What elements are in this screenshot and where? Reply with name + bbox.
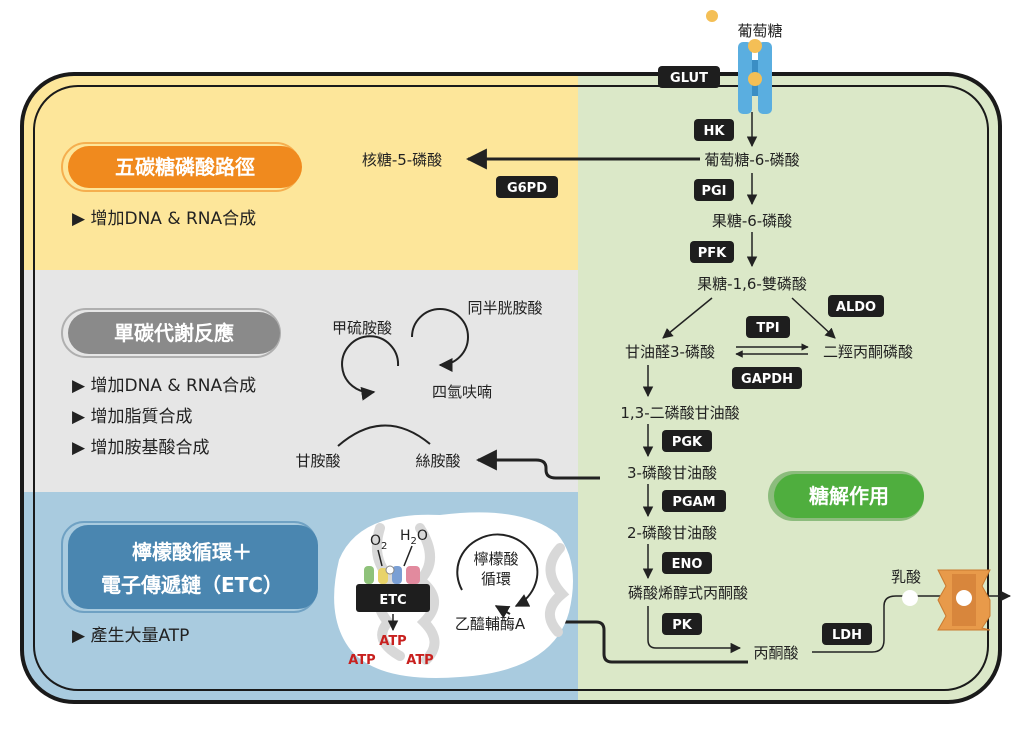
glycolysis-title-badge bbox=[774, 474, 924, 518]
pgam-badge bbox=[662, 490, 726, 512]
h2o-line bbox=[403, 545, 413, 567]
g6pd-label: G6PD bbox=[507, 181, 547, 196]
arrow-f16bp-g3p bbox=[662, 297, 713, 339]
lactate-transporter bbox=[902, 569, 991, 631]
thf-label: 四氫呋喃 bbox=[432, 383, 492, 401]
pgi-label: PGI bbox=[701, 184, 726, 199]
gapdh-badge bbox=[732, 367, 802, 389]
tca-title-line1: 檸檬酸循環＋ bbox=[132, 540, 252, 564]
h2o-label: H2O bbox=[400, 528, 428, 547]
arrow-pyruvate-acetylcoa bbox=[537, 611, 748, 664]
pk-badge bbox=[662, 613, 702, 635]
pyruvate-label: 丙酮酸 bbox=[753, 644, 798, 662]
tca-cycle-arrow bbox=[456, 533, 539, 607]
pgk-label: PGK bbox=[672, 435, 703, 450]
glycine-label: 甘胺酸 bbox=[295, 452, 340, 470]
dhap-label: 二羥丙酮磷酸 bbox=[823, 343, 913, 361]
pg3-label: 3-磷酸甘油酸 bbox=[627, 464, 717, 482]
arrow-pg3-serine bbox=[475, 449, 600, 480]
gapdh-label: GAPDH bbox=[741, 372, 793, 387]
aldo-label: ALDO bbox=[836, 300, 876, 315]
tca-cycle-line1: 檸檬酸 bbox=[473, 550, 518, 568]
mito-outer bbox=[334, 512, 573, 678]
hk-badge bbox=[694, 119, 734, 141]
atp-label-2: ATP bbox=[348, 653, 375, 668]
pfk-label: PFK bbox=[698, 246, 727, 261]
methionine-label: 甲硫胺酸 bbox=[332, 319, 392, 337]
homocysteine-label: 同半胱胺酸 bbox=[467, 299, 542, 317]
etc-block bbox=[356, 584, 430, 612]
g3p-label: 甘油醛3-磷酸 bbox=[625, 343, 715, 361]
ppp-title-badge bbox=[68, 146, 302, 188]
tca-bullet-1: ▶ 產生大量ATP bbox=[72, 626, 189, 646]
one-carbon-title: 單碳代謝反應 bbox=[114, 321, 234, 345]
glut-badge bbox=[658, 66, 720, 88]
ldh-label: LDH bbox=[832, 628, 862, 643]
pgk-badge bbox=[662, 430, 712, 452]
ldh-badge bbox=[822, 623, 872, 645]
acetyl-coa-label: 乙醯輔酶A bbox=[455, 615, 526, 633]
mito-cristae-right bbox=[545, 543, 570, 637]
tpi-label: TPI bbox=[756, 321, 779, 336]
lactate-molecule bbox=[902, 590, 918, 606]
arrow-f16bp-dhap bbox=[791, 297, 836, 339]
arrow-pep-pyruvate bbox=[647, 606, 742, 654]
atp-label-1: ATP bbox=[379, 634, 406, 649]
pfk-badge bbox=[690, 241, 734, 263]
cell-membrane-inner bbox=[33, 85, 989, 691]
eno-label: ENO bbox=[672, 557, 703, 572]
pgi-badge bbox=[694, 179, 734, 201]
arrow-pyruvate-lactate bbox=[812, 590, 1012, 653]
lactate-in-channel bbox=[956, 590, 972, 606]
tca-cycle-line2: 循環 bbox=[481, 570, 511, 588]
g6pd-badge bbox=[496, 176, 558, 198]
aldo-badge bbox=[828, 295, 884, 317]
serine-glycine-link bbox=[337, 424, 431, 447]
f16bp-label: 果糖-1,6-雙磷酸 bbox=[697, 275, 807, 293]
one-carbon-bullet-3: ▶ 增加胺基酸合成 bbox=[72, 438, 209, 458]
mito-cristae-mid bbox=[412, 523, 440, 665]
pg2-label: 2-磷酸甘油酸 bbox=[627, 524, 717, 542]
one-carbon-title-badge bbox=[68, 312, 280, 354]
ribose-label: 核糖-5-磷酸 bbox=[362, 151, 442, 169]
bpg13-label: 1,3-二磷酸甘油酸 bbox=[620, 404, 739, 422]
lactate-label: 乳酸 bbox=[891, 568, 921, 586]
mitochondrion bbox=[334, 512, 573, 678]
cell-membrane-outer bbox=[20, 72, 1002, 704]
folate-cycle-lower bbox=[341, 335, 400, 401]
tca-cycle-inner-arrow bbox=[494, 605, 511, 619]
g6p-label: 葡萄糖-6-磷酸 bbox=[704, 151, 799, 169]
tpi-badge bbox=[746, 316, 790, 338]
pep-label: 磷酸烯醇式丙酮酸 bbox=[628, 584, 748, 602]
pk-label: PK bbox=[672, 618, 693, 633]
enzyme-badges: HK PGI PFK ALDO TPI GAPDH PGK PGAM ENO P… bbox=[496, 119, 884, 645]
eno-badge bbox=[662, 552, 712, 574]
glucose-molecule bbox=[706, 10, 718, 22]
etc-complexes bbox=[364, 565, 420, 584]
hk-label: HK bbox=[704, 124, 726, 139]
glut-transporter bbox=[706, 10, 772, 114]
f6p-label: 果糖-6-磷酸 bbox=[712, 212, 792, 230]
serine-label: 絲胺酸 bbox=[415, 452, 460, 470]
glucose-in-channel bbox=[748, 72, 762, 86]
o2-label: O2 bbox=[370, 533, 387, 552]
ppp-bullet-1: ▶ 增加DNA & RNA合成 bbox=[72, 209, 256, 229]
folate-cycle-upper bbox=[411, 308, 469, 372]
tca-title-badge bbox=[68, 525, 318, 609]
glut-label: GLUT bbox=[670, 71, 708, 86]
etc-label: ETC bbox=[379, 593, 406, 608]
one-carbon-bullet-2: ▶ 增加脂質合成 bbox=[72, 407, 192, 427]
one-carbon-bullet-1: ▶ 增加DNA & RNA合成 bbox=[72, 376, 256, 396]
atp-label-3: ATP bbox=[406, 653, 433, 668]
ppp-title: 五碳糖磷酸路徑 bbox=[115, 155, 255, 179]
pgam-label: PGAM bbox=[672, 495, 715, 510]
tca-title-line2: 電子傳遞鏈（ETC） bbox=[101, 573, 283, 597]
glycolysis-title: 糖解作用 bbox=[809, 484, 889, 508]
glucose-label: 葡萄糖 bbox=[737, 22, 782, 40]
o2-line bbox=[377, 549, 383, 567]
